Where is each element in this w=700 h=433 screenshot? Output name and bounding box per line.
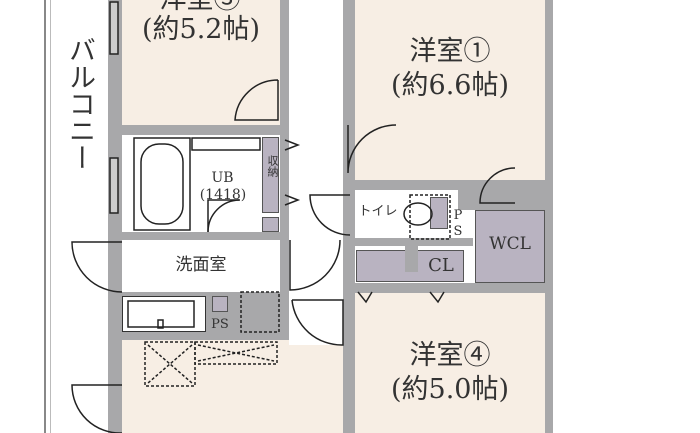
storage-closet <box>262 137 279 213</box>
kitchen-counter <box>194 341 278 365</box>
room-washroom <box>122 240 280 292</box>
room-western-1-name: 洋室① <box>409 36 491 67</box>
room-western-1-size: (約6.6帖) <box>390 70 509 101</box>
door-washroom <box>71 241 123 293</box>
toilet-label: トイレ <box>358 204 398 219</box>
balcony-outer-line <box>44 0 46 433</box>
door-balcony <box>71 384 122 433</box>
wall-bath-south <box>108 232 289 240</box>
balcony-inner-line <box>50 0 51 433</box>
wcl-label: WCL <box>489 234 531 254</box>
wall-toilet-south <box>343 238 473 246</box>
bath-label: UB <box>211 170 234 186</box>
bathtub-inner <box>140 143 184 225</box>
toilet-bowl <box>403 202 433 226</box>
room-western-4-size: (約5.0帖) <box>390 374 509 405</box>
corridor <box>289 0 343 345</box>
storage-label: 収納 <box>266 155 279 177</box>
door-toilet <box>309 194 351 236</box>
door-room1 <box>347 124 397 174</box>
storage-small <box>262 217 279 232</box>
room-western-4 <box>355 293 545 433</box>
door-room3 <box>234 79 279 121</box>
wall-corridor-west <box>280 135 289 345</box>
ps-toilet-label: PS <box>453 208 463 239</box>
wall-room3-south <box>108 125 289 135</box>
cl-label: CL <box>428 255 454 276</box>
bath-size: (1418) <box>199 187 247 203</box>
door-wash-corridor <box>289 239 341 291</box>
room-western-3-size: (約5.2帖) <box>141 14 260 45</box>
door-wcl <box>479 167 516 204</box>
wcl-closet <box>475 210 545 283</box>
washroom-label: 洗面室 <box>175 255 227 275</box>
ps-wash-box <box>212 296 228 312</box>
balcony-label: バルコニー <box>64 36 95 171</box>
wall-corridor-east <box>343 0 355 433</box>
washer-area <box>122 296 206 332</box>
washing-machine <box>240 291 280 333</box>
wall-wcl <box>458 180 553 210</box>
wall-room1-south <box>343 180 458 190</box>
wall-room4-north <box>343 283 553 293</box>
ps-toilet-box <box>430 197 448 229</box>
ps-wash-label: PS <box>211 317 229 332</box>
room-western-3-name: 洋室③ <box>130 0 270 15</box>
room-western-1 <box>355 0 545 180</box>
bathtub <box>133 137 191 231</box>
washbasin <box>127 300 195 328</box>
room-western-4-name: 洋室④ <box>409 340 491 371</box>
cl-notch <box>405 246 418 272</box>
room-western-3 <box>122 0 280 125</box>
wall-east <box>545 0 553 433</box>
wall-room3-east <box>280 0 289 135</box>
door-room4 <box>291 299 344 346</box>
